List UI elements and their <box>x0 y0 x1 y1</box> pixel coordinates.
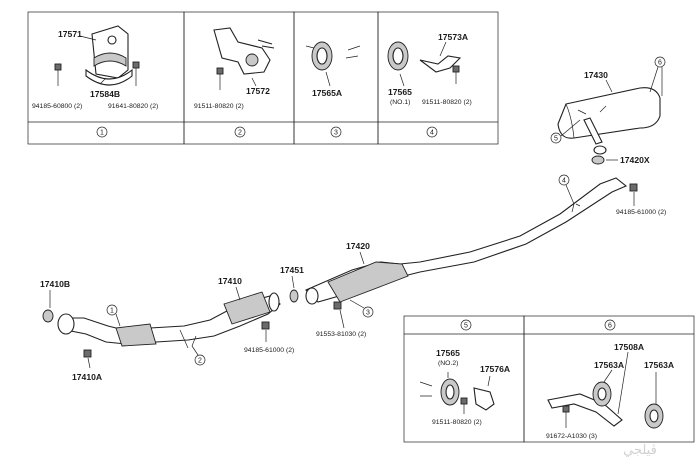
part-label-17410: 17410 <box>218 276 242 286</box>
part-label-17451: 17451 <box>280 265 304 275</box>
detail-box-4: 17573A 17565 (NO.1) 91511-80820 (2) 4 <box>377 11 499 145</box>
part-label-17410A: 17410A <box>72 372 102 382</box>
part-label-17571: 17571 <box>58 29 82 39</box>
callout-circle-5 <box>460 319 472 331</box>
bolt-label-91511-80820: 91511-80820 (2) <box>194 103 244 110</box>
main-callout-1 <box>106 304 118 316</box>
svg-text:5: 5 <box>554 136 558 143</box>
nut-label-94185-61000-rear: 94185-61000 (2) <box>616 209 666 216</box>
main-callout-6 <box>654 56 666 68</box>
svg-text:4: 4 <box>430 130 434 137</box>
part-label-17563A-right: 17563A <box>644 360 674 370</box>
svg-text:5: 5 <box>464 323 468 330</box>
gasket-17410B: 17410B <box>40 279 70 323</box>
center-pipe-17420: 17420 91553-81030 (2) <box>305 177 628 338</box>
gasket-17420X: 17420X <box>591 155 650 165</box>
callout-circle-6 <box>604 319 616 331</box>
watermark: ڤيلجي <box>623 442 657 457</box>
part-label-17565A: 17565A <box>312 88 342 98</box>
nut-94185-61000-rear: 94185-61000 (2) <box>616 183 666 216</box>
bolt-label-91511-80820: 91511-80820 (2) <box>432 419 482 426</box>
part-label-17508A: 17508A <box>614 342 644 352</box>
svg-text:6: 6 <box>608 323 612 330</box>
bolt-17410A: 17410A <box>72 349 102 382</box>
part-label-17563A-left: 17563A <box>594 360 624 370</box>
main-callouts: 1 2 3 4 5 6 <box>106 56 666 366</box>
part-label-17584B: 17584B <box>90 89 120 99</box>
part-label-17576A: 17576A <box>480 364 510 374</box>
part-label-17430: 17430 <box>584 70 608 80</box>
svg-text:6: 6 <box>658 60 662 67</box>
main-callout-4 <box>558 174 570 186</box>
nut-label-94185-61000-front: 94185-61000 (2) <box>244 347 294 354</box>
rear-muffler-17430: 17430 <box>557 70 661 155</box>
main-callout-2 <box>194 354 206 366</box>
part-label-17572: 17572 <box>246 86 270 96</box>
svg-text:3: 3 <box>366 310 370 317</box>
part-label-17565-no1: 17565 <box>388 87 412 97</box>
part-label-17410B: 17410B <box>40 279 70 289</box>
callout-circle-1 <box>96 126 108 138</box>
part-note-no2: (NO.2) <box>438 360 458 367</box>
detail-box-6: 6 17508A 17563A 17563A 91672-A1030 (3) <box>523 315 695 443</box>
bolt-label-94185-60800: 94185-60800 (2) <box>32 103 82 110</box>
detail-box-3: 17565A 3 <box>293 11 379 145</box>
main-callout-3 <box>362 306 374 318</box>
bolt-label-91672-A1030: 91672-A1030 (3) <box>546 433 597 440</box>
svg-text:1: 1 <box>110 308 114 315</box>
bolt-label-91511-80820: 91511-80820 (2) <box>422 99 472 106</box>
svg-text:1: 1 <box>100 130 104 137</box>
detail-box-2: 17572 91511-80820 (2) 2 <box>183 11 295 145</box>
bolt-label-91641-80820: 91641-80820 (2) <box>108 103 158 110</box>
bolt-label-91553-81030: 91553-81030 (2) <box>316 331 366 338</box>
svg-text:2: 2 <box>198 358 202 365</box>
detail-box-5: 5 17565 (NO.2) 17576A 91511-80820 (2) <box>403 315 525 443</box>
front-pipe-17410: 17410 94185-61000 (2) <box>57 276 294 354</box>
part-label-17573A: 17573A <box>438 32 468 42</box>
svg-text:4: 4 <box>562 178 566 185</box>
part-label-17420X: 17420X <box>620 155 650 165</box>
callout-circle-4 <box>426 126 438 138</box>
gasket-17451: 17451 <box>280 265 304 303</box>
callout-circle-2 <box>234 126 246 138</box>
detail-box-1: 17571 17584B 94185-60800 (2) 91641-80820… <box>27 11 185 145</box>
callout-circle-3 <box>330 126 342 138</box>
main-callout-5 <box>550 132 562 144</box>
svg-text:3: 3 <box>334 130 338 137</box>
part-label-17565-no2: 17565 <box>436 348 460 358</box>
svg-text:2: 2 <box>238 130 242 137</box>
part-note-no1: (NO.1) <box>390 99 410 106</box>
part-label-17420: 17420 <box>346 241 370 251</box>
